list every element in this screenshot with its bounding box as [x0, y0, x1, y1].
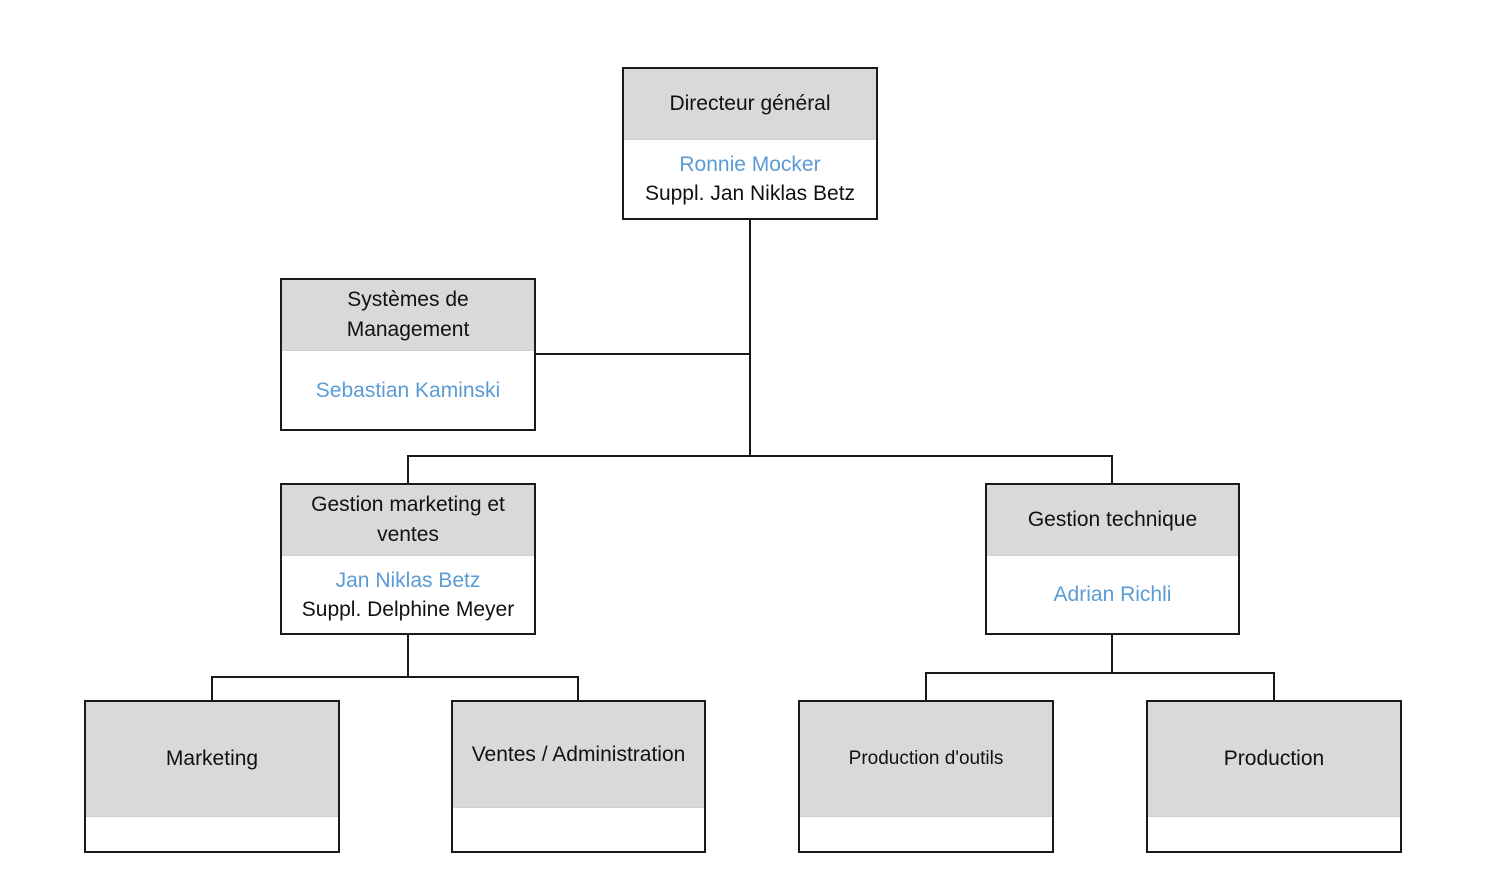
- node-management-systems[interactable]: Systèmes de Management Sebastian Kaminsk…: [280, 278, 536, 431]
- node-body: Adrian Richli: [987, 556, 1238, 633]
- node-production[interactable]: Production: [1146, 700, 1402, 853]
- connector-ceo-level2-bus: [407, 455, 1113, 483]
- node-body: Jan Niklas Betz Suppl. Delphine Meyer: [282, 556, 534, 633]
- node-ceo[interactable]: Directeur général Ronnie Mocker Suppl. J…: [622, 67, 878, 220]
- connector-technical-bus: [925, 672, 1275, 700]
- node-title: Gestion technique: [987, 485, 1238, 556]
- node-tool-production[interactable]: Production d'outils: [798, 700, 1054, 853]
- node-title: Systèmes de Management: [282, 280, 534, 351]
- person-name: Adrian Richli: [1053, 583, 1172, 606]
- node-sales-admin[interactable]: Ventes / Administration: [451, 700, 706, 853]
- person-name: Sebastian Kaminski: [315, 378, 501, 402]
- deputy-name: Suppl. Jan Niklas Betz: [644, 182, 856, 205]
- node-body: [800, 817, 1052, 851]
- node-marketing[interactable]: Marketing: [84, 700, 340, 853]
- node-body: [1148, 817, 1400, 851]
- node-technical[interactable]: Gestion technique Adrian Richli: [985, 483, 1240, 635]
- node-title: Production d'outils: [800, 702, 1052, 817]
- node-title: Gestion marketing et ventes: [282, 485, 534, 556]
- node-title: Ventes / Administration: [453, 702, 704, 808]
- node-marketing-sales[interactable]: Gestion marketing et ventes Jan Niklas B…: [280, 483, 536, 635]
- person-name: Ronnie Mocker: [679, 153, 821, 176]
- node-body: Ronnie Mocker Suppl. Jan Niklas Betz: [624, 140, 876, 218]
- node-body: [453, 808, 704, 851]
- node-title: Directeur général: [624, 69, 876, 140]
- deputy-name: Suppl. Delphine Meyer: [301, 597, 515, 621]
- connector-marketing-sales-bus: [211, 676, 579, 700]
- node-body: Sebastian Kaminski: [282, 351, 534, 429]
- person-name: Jan Niklas Betz: [335, 568, 481, 592]
- node-title: Production: [1148, 702, 1400, 817]
- node-body: [86, 817, 338, 851]
- node-title: Marketing: [86, 702, 338, 817]
